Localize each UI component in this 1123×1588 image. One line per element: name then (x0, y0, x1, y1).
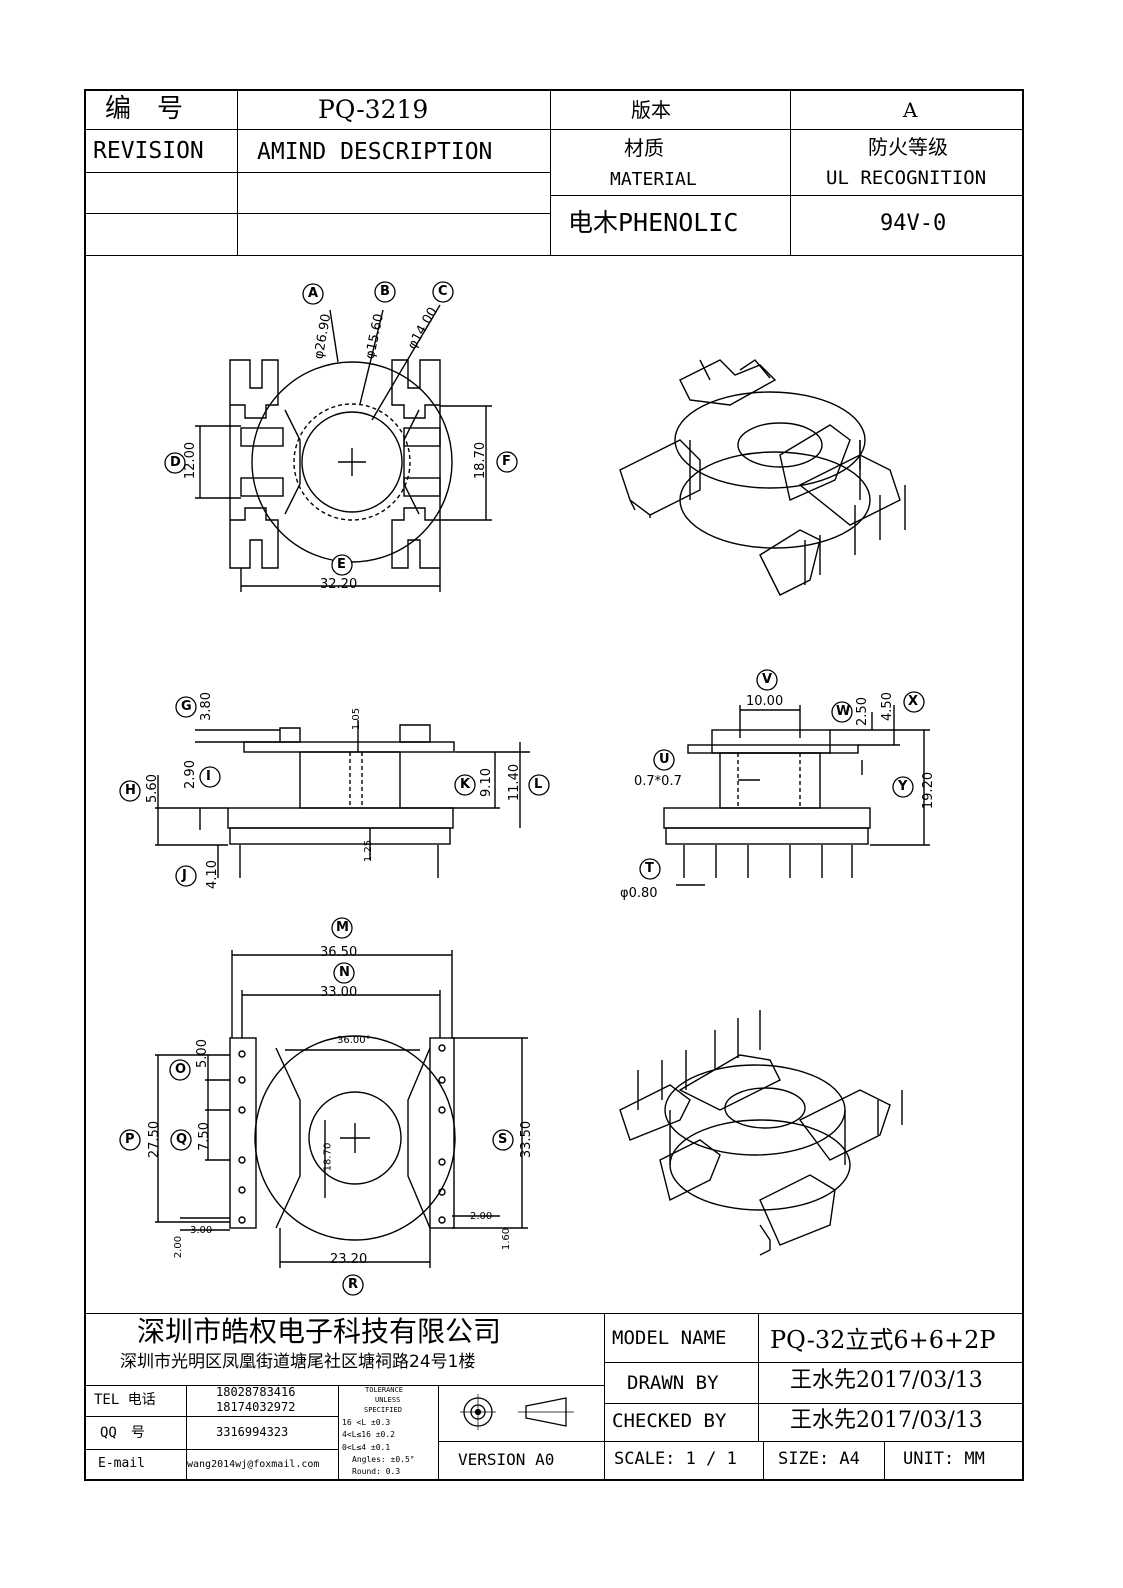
version-label: 版本 (631, 98, 671, 122)
version-a0: VERSION A0 (458, 1450, 555, 1469)
dim-2-00-right: 2.00 (470, 1211, 493, 1222)
material-label-en: MATERIAL (610, 169, 697, 190)
drawn-by-value: 王水先2017/03/13 (790, 1368, 983, 1393)
material-label-cn: 材质 (624, 136, 664, 160)
callout-w: W (836, 704, 851, 719)
tolerance-row-1: 16 <L ±0.3 (342, 1418, 391, 1427)
callout-t: T (645, 861, 654, 876)
number-label: 编 号 (105, 94, 184, 124)
dim-phi-0-80: φ0.80 (620, 886, 658, 901)
qq-value: 3316994323 (216, 1425, 289, 1439)
callout-n: N (339, 965, 350, 980)
callout-j: J (182, 868, 187, 883)
dim-10-00: 10.00 (746, 694, 784, 709)
callout-l: L (534, 777, 543, 792)
callout-d: D (170, 455, 181, 470)
dim-0-7x0-7: 0.7*0.7 (634, 774, 682, 789)
callout-u: U (659, 752, 670, 767)
tolerance-round: Round: 0.3 (352, 1467, 401, 1476)
callout-o: O (175, 1062, 187, 1077)
callout-p: P (125, 1132, 135, 1147)
dim-32-20: 32.20 (320, 577, 358, 592)
checked-by-value: 王水先2017/03/13 (790, 1408, 983, 1433)
email-value: wang2014wj@foxmail.com (187, 1459, 320, 1470)
tel-label: TEL 电话 (94, 1392, 156, 1408)
tel-number-2: 18174032972 (216, 1400, 296, 1414)
dim-23-20: 23.20 (330, 1252, 368, 1267)
model-name-label: MODEL NAME (612, 1327, 727, 1349)
dim-36-00-deg: 36.00° (337, 1035, 371, 1046)
part-number: PQ-3219 (318, 95, 429, 124)
tolerance-angles: Angles: ±0.5° (352, 1455, 415, 1464)
projection-symbol (460, 1394, 574, 1430)
unit: UNIT: MM (903, 1449, 985, 1469)
version-value: A (903, 98, 918, 122)
tolerance-row-2: 4<L≤16 ±0.2 (342, 1430, 395, 1439)
amend-description-label: AMIND DESCRIPTION (257, 139, 493, 165)
revision-label: REVISION (93, 138, 204, 164)
callout-y: Y (898, 779, 908, 794)
tolerance-row-3: 0<L≤4 ±0.1 (342, 1443, 391, 1452)
callout-c: C (438, 284, 448, 299)
tel-number-1: 18028783416 (216, 1385, 296, 1399)
callout-a: A (308, 286, 319, 301)
drawn-by-label: DRAWN BY (627, 1372, 719, 1394)
callout-v: V (762, 672, 773, 687)
material-value: 电木PHENOLIC (568, 208, 739, 237)
sheet-size: SIZE: A4 (778, 1449, 860, 1469)
qq-label: QQ 号 (100, 1425, 145, 1441)
tolerance-unless: UNLESS (375, 1396, 401, 1404)
tolerance-title: TOLERANCE (365, 1386, 403, 1394)
tolerance-specified: SPECIFIED (364, 1406, 402, 1414)
dim-36-50: 36.50 (320, 945, 358, 960)
callout-q: Q (176, 1132, 188, 1147)
callout-g: G (181, 699, 192, 714)
callout-k: K (460, 777, 471, 792)
callout-f: F (502, 454, 511, 469)
callout-b: B (380, 284, 390, 299)
model-name-value: PQ-32立式6+6+2P (770, 1326, 996, 1354)
callout-x: X (908, 694, 919, 709)
callout-s: S (498, 1132, 508, 1147)
fire-rating-value: 94V-0 (880, 211, 947, 236)
dim-3-00: 3.00 (190, 1225, 213, 1236)
callout-m: M (336, 920, 349, 935)
callout-e: E (337, 557, 346, 572)
company-address: 深圳市光明区凤凰街道塘尾社区塘祠路24号1楼 (120, 1352, 476, 1372)
fire-rating-label-en: UL RECOGNITION (826, 167, 987, 189)
dim-33-00: 33.00 (320, 985, 358, 1000)
drawing-frame (84, 89, 1024, 1481)
checked-by-label: CHECKED BY (612, 1410, 727, 1432)
company-name: 深圳市皓权电子科技有限公司 (137, 1315, 502, 1348)
fire-rating-label-cn: 防火等级 (868, 135, 948, 159)
callout-r: R (348, 1277, 359, 1292)
callout-h: H (125, 783, 136, 798)
email-label: E-mail (98, 1456, 145, 1471)
callout-i: I (206, 769, 211, 784)
scale: SCALE: 1 / 1 (614, 1449, 737, 1469)
